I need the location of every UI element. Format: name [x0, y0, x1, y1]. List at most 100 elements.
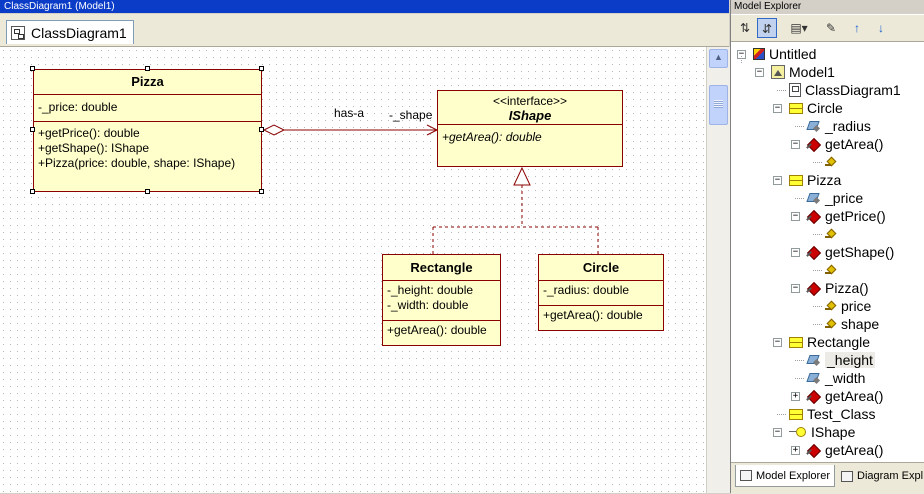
- parameter-icon: [825, 299, 837, 313]
- tree-item[interactable]: [825, 225, 841, 243]
- tree-item[interactable]: getShape(): [807, 243, 894, 261]
- tree-item[interactable]: getArea(): [807, 441, 883, 459]
- tree-item[interactable]: _radius: [807, 117, 871, 135]
- tree-item[interactable]: Untitled: [753, 45, 816, 63]
- move-up-icon[interactable]: ↑: [854, 21, 860, 35]
- collapse-toggle-icon[interactable]: −: [773, 103, 782, 113]
- association-has-a[interactable]: [262, 124, 439, 136]
- tree-item[interactable]: shape: [825, 315, 879, 333]
- properties-icon[interactable]: ✎: [825, 21, 837, 35]
- operation-icon: [807, 443, 821, 457]
- operations-compartment: +getArea(): double: [438, 125, 622, 147]
- tree-item-label: Model1: [789, 64, 835, 80]
- tree-item[interactable]: _width: [807, 369, 865, 387]
- tree-connector-line: [777, 414, 787, 415]
- resize-handle-s[interactable]: [145, 189, 150, 194]
- class-icon: [789, 102, 803, 114]
- resize-handle-sw[interactable]: [30, 189, 35, 194]
- class-circle[interactable]: Circle -_radius: double +getArea(): doub…: [538, 254, 664, 331]
- attributes-compartment: -_height: double -_width: double: [383, 281, 500, 320]
- collapse-toggle-icon[interactable]: −: [791, 211, 800, 221]
- tree-connector-line: [741, 56, 742, 64]
- attribute: -_height: double: [387, 283, 474, 297]
- expand-toggle-icon[interactable]: +: [791, 391, 800, 401]
- class-diagram-icon: [11, 25, 25, 40]
- class-rectangle[interactable]: Rectangle -_height: double -_width: doub…: [382, 254, 501, 346]
- operation-icon: [807, 209, 821, 223]
- tree-connector-line: [795, 360, 805, 361]
- resize-handle-n[interactable]: [145, 66, 150, 71]
- class-name: Pizza: [34, 70, 261, 95]
- collapse-toggle-icon[interactable]: −: [773, 337, 782, 347]
- tree-item[interactable]: _price: [807, 189, 863, 207]
- collapse-toggle-icon[interactable]: −: [773, 427, 782, 437]
- tab-classdiagram1[interactable]: ClassDiagram1: [6, 20, 134, 44]
- realization-connector[interactable]: [432, 166, 599, 254]
- tree-item[interactable]: getArea(): [807, 387, 883, 405]
- collapse-toggle-icon[interactable]: −: [791, 139, 800, 149]
- collapse-toggle-icon[interactable]: −: [791, 247, 800, 257]
- collapse-toggle-icon[interactable]: −: [755, 67, 764, 77]
- document-tab-strip: ClassDiagram1: [0, 14, 729, 47]
- move-down-icon[interactable]: ↓: [878, 21, 884, 35]
- tree-item-label: getPrice(): [825, 208, 886, 224]
- tree-item[interactable]: _height: [807, 351, 875, 369]
- resize-handle-nw[interactable]: [30, 66, 35, 71]
- sort-by-name-icon[interactable]: ⇵: [757, 18, 777, 38]
- tree-item[interactable]: Test_Class: [789, 405, 875, 423]
- resize-handle-ne[interactable]: [259, 66, 264, 71]
- parameter-icon: [825, 317, 837, 331]
- operation-icon: [807, 389, 821, 403]
- diagram-window-title: ClassDiagram1 (Model1): [0, 0, 729, 13]
- attribute: -_radius: double: [543, 283, 630, 297]
- interface-header: <<interface>> IShape: [438, 91, 622, 125]
- tree-connector-line: [813, 162, 823, 163]
- diagram-canvas[interactable]: has-a -_shape Pizza -_price: double +get…: [0, 47, 706, 493]
- scroll-up-button[interactable]: ▲: [709, 49, 728, 68]
- tree-item[interactable]: Pizza(): [807, 279, 869, 297]
- tree-item[interactable]: ClassDiagram1: [789, 81, 901, 99]
- tree-connector-line: [777, 90, 787, 91]
- tree-item[interactable]: getArea(): [807, 135, 883, 153]
- explorer-toolbar: ⇅ ⇵ ▤▾ ✎ ↑ ↓: [731, 15, 924, 42]
- tree-item[interactable]: [825, 153, 841, 171]
- tree-item-label: IShape: [811, 424, 856, 440]
- association-name-label: has-a: [334, 106, 365, 120]
- diagram-explorer-icon: [841, 470, 853, 482]
- operation-icon: [807, 137, 821, 151]
- resize-handle-w[interactable]: [30, 127, 35, 132]
- tree-item[interactable]: IShape: [789, 423, 855, 441]
- resize-handle-se[interactable]: [259, 189, 264, 194]
- tree-item[interactable]: getPrice(): [807, 207, 886, 225]
- parameter-icon: [825, 155, 837, 169]
- tree-item[interactable]: Pizza: [789, 171, 841, 189]
- tab-label: ClassDiagram1: [31, 24, 127, 41]
- tree-item-label: ClassDiagram1: [805, 82, 901, 98]
- tree-item[interactable]: Circle: [789, 99, 843, 117]
- tree-item-label: _radius: [825, 118, 871, 134]
- scroll-thumb[interactable]: [709, 85, 728, 125]
- tab-model-explorer[interactable]: Model Explorer: [735, 465, 835, 487]
- tab-diagram-explorer[interactable]: Diagram Expl: [837, 465, 924, 487]
- operation: +getArea(): double: [543, 308, 643, 322]
- tree-item[interactable]: Rectangle: [789, 333, 870, 351]
- expand-toggle-icon[interactable]: +: [791, 445, 800, 455]
- collapse-toggle-icon[interactable]: −: [773, 175, 782, 185]
- tree-item[interactable]: Model1: [771, 63, 835, 81]
- tree-item-label: shape: [841, 316, 880, 332]
- attribute-icon: [807, 371, 821, 385]
- sort-by-kind-icon[interactable]: ⇅: [739, 21, 751, 35]
- resize-handle-e[interactable]: [259, 127, 264, 132]
- collapse-toggle-icon[interactable]: −: [791, 283, 800, 293]
- add-element-dropdown-icon[interactable]: ▤▾: [790, 21, 808, 35]
- vertical-scrollbar[interactable]: ▲: [706, 47, 730, 493]
- interface-ishape[interactable]: <<interface>> IShape +getArea(): double: [437, 90, 623, 167]
- tree-item[interactable]: price: [825, 297, 871, 315]
- class-pizza[interactable]: Pizza -_price: double +getPrice(): doubl…: [33, 69, 262, 192]
- model-explorer-title: Model Explorer: [731, 0, 924, 14]
- tree-item[interactable]: [825, 261, 841, 279]
- operation: +getShape(): IShape: [38, 141, 150, 155]
- attribute-icon: [807, 119, 821, 133]
- operations-compartment: +getArea(): double: [539, 305, 663, 325]
